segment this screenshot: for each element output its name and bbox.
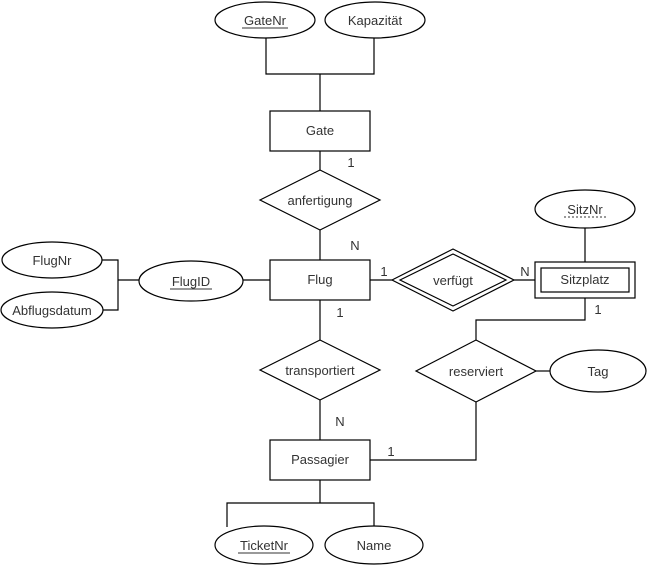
- cardinality-sitzplatz-reserviert: 1: [594, 302, 601, 317]
- cardinality-flug-transportiert: 1: [336, 305, 343, 320]
- verfuegt-weak-relationship-inner-border: [398, 253, 508, 307]
- cardinality-anfertigung-flug: N: [350, 238, 359, 253]
- entity-sitzplatz-label: Sitzplatz: [560, 272, 609, 287]
- relationship-transportiert[interactable]: transportiert: [258, 339, 382, 401]
- attribute-tag-label: Tag: [588, 364, 609, 379]
- cardinality-verfuegt-sitzplatz: N: [520, 264, 529, 279]
- attribute-name[interactable]: Name: [324, 525, 424, 565]
- cardinality-flug-verfuegt: 1: [380, 264, 387, 279]
- entity-passagier-label: Passagier: [291, 452, 349, 467]
- relationship-verfuegt[interactable]: verfügt: [390, 248, 516, 312]
- cardinality-passagier-reserviert: 1: [387, 444, 394, 459]
- attribute-flugnr[interactable]: FlugNr: [1, 241, 103, 279]
- attribute-gatenr-label: GateNr: [244, 13, 287, 28]
- attribute-abflugsdatum[interactable]: Abflugsdatum: [0, 291, 104, 329]
- attribute-abflugsdatum-label: Abflugsdatum: [12, 303, 92, 318]
- entity-flug-label: Flug: [307, 272, 332, 287]
- attribute-sitznr[interactable]: SitzNr: [534, 189, 636, 229]
- attribute-kapazitaet[interactable]: Kapazität: [324, 1, 426, 39]
- connector-gatenr-kapazitaet-bracket: [265, 38, 375, 75]
- attribute-ticketnr-label: TicketNr: [240, 538, 289, 553]
- entity-gate[interactable]: Gate: [269, 110, 371, 152]
- attribute-sitznr-label: SitzNr: [567, 202, 603, 217]
- attribute-flugid-label: FlugID: [172, 274, 210, 289]
- sitzplatz-weak-entity-inner-border: [540, 267, 630, 293]
- attribute-ticketnr[interactable]: TicketNr: [214, 525, 314, 565]
- relationship-reserviert-label: reserviert: [449, 364, 504, 379]
- cardinality-labels: 1 N 1 N 1 N 1 1: [335, 155, 601, 459]
- connector-flugnr-abflugsdatum-bracket: [102, 259, 119, 311]
- connector-reserviert-passagier: [370, 402, 477, 461]
- entity-sitzplatz[interactable]: Sitzplatz: [534, 261, 636, 299]
- attribute-tag[interactable]: Tag: [549, 349, 647, 393]
- relationship-verfuegt-label: verfügt: [433, 273, 473, 288]
- attribute-name-label: Name: [357, 538, 392, 553]
- relationship-anfertigung[interactable]: anfertigung: [258, 169, 382, 231]
- connector-ticketnr-name-bracket: [226, 502, 375, 527]
- entity-gate-label: Gate: [306, 123, 334, 138]
- cardinality-gate-anfertigung: 1: [347, 155, 354, 170]
- connectors: [102, 38, 586, 527]
- attribute-kapazitaet-label: Kapazität: [348, 13, 403, 28]
- relationship-reserviert[interactable]: reserviert: [414, 339, 538, 403]
- entity-passagier[interactable]: Passagier: [269, 439, 371, 481]
- attribute-flugid[interactable]: FlugID: [138, 260, 244, 302]
- relationship-anfertigung-label: anfertigung: [287, 193, 352, 208]
- cardinality-transportiert-passagier: N: [335, 414, 344, 429]
- attribute-gatenr[interactable]: GateNr: [214, 1, 316, 39]
- entity-flug[interactable]: Flug: [269, 259, 371, 301]
- relationship-transportiert-label: transportiert: [285, 363, 355, 378]
- attribute-flugnr-label: FlugNr: [32, 253, 72, 268]
- connector-sitzplatz-reserviert: [475, 298, 586, 340]
